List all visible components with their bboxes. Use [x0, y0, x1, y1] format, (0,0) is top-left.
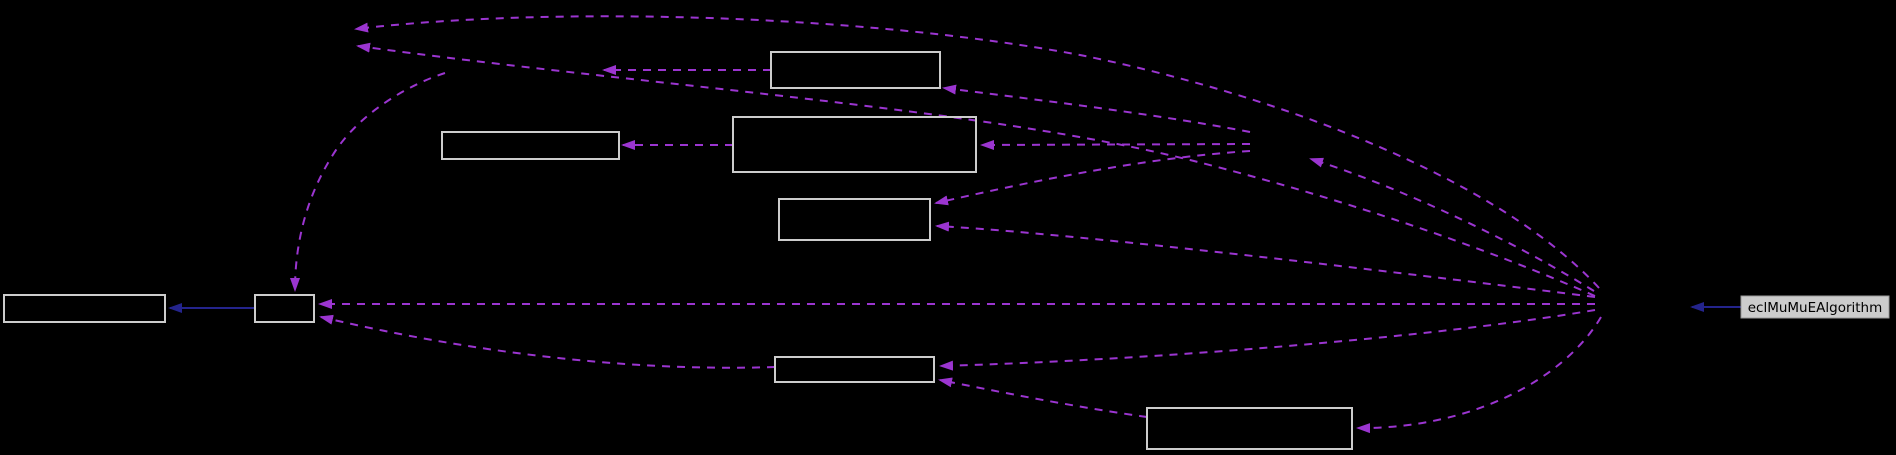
edge-hiddenright-to-bottom-arrow: [1356, 316, 1602, 434]
graph-box-bottom[interactable]: [1146, 407, 1353, 450]
box-top-rect[interactable]: [770, 51, 941, 89]
graph-box-left-mid[interactable]: [441, 131, 620, 160]
edge-hiddenright-to-topleft-1-arrow: [354, 15, 1600, 289]
box-left-mid-rect[interactable]: [441, 131, 620, 160]
node-eclMuMuEAlgorithm: eclMuMuEAlgorithm: [1740, 295, 1890, 319]
edge-hiddenmid-to-center-arrow: [934, 150, 1251, 206]
box-far-left-rect[interactable]: [3, 294, 166, 323]
box-lower-mid-rect[interactable]: [774, 356, 935, 383]
edge-hiddenright-to-center-arrow: [935, 221, 1596, 298]
box-small-rect[interactable]: [254, 294, 315, 323]
box-bottom-rect[interactable]: [1146, 407, 1353, 450]
edge-hiddenright-to-lowermid-arrow: [939, 309, 1596, 371]
edge-bottom-to-lowermid-arrow: [938, 377, 1148, 418]
graph-box-large-mid[interactable]: [732, 116, 977, 173]
edge-hiddenmid-to-top-arrow: [942, 84, 1251, 133]
graph-box-lower-mid[interactable]: [774, 356, 935, 383]
edge-hiddenmid-to-largemid-arrow: [980, 139, 1251, 150]
main-node-rect: [1740, 295, 1890, 319]
edge-hiddenright-to-hiddenmid-arrow: [1309, 157, 1595, 292]
graph-box-center[interactable]: [778, 198, 931, 241]
graph-box-far-left[interactable]: [3, 294, 166, 323]
graph-box-small[interactable]: [254, 294, 315, 323]
box-large-mid-rect[interactable]: [732, 116, 977, 173]
main-node-label: eclMuMuEAlgorithm: [1748, 300, 1883, 316]
edge-hiddenright-to-topleft-2-arrow: [356, 42, 1596, 297]
graph-box-top[interactable]: [770, 51, 941, 89]
box-center-rect[interactable]: [778, 198, 931, 241]
edge-lowermid-to-small-arrow: [319, 314, 776, 369]
edge-hiddenupper-to-small-top-arrow: [290, 72, 446, 292]
